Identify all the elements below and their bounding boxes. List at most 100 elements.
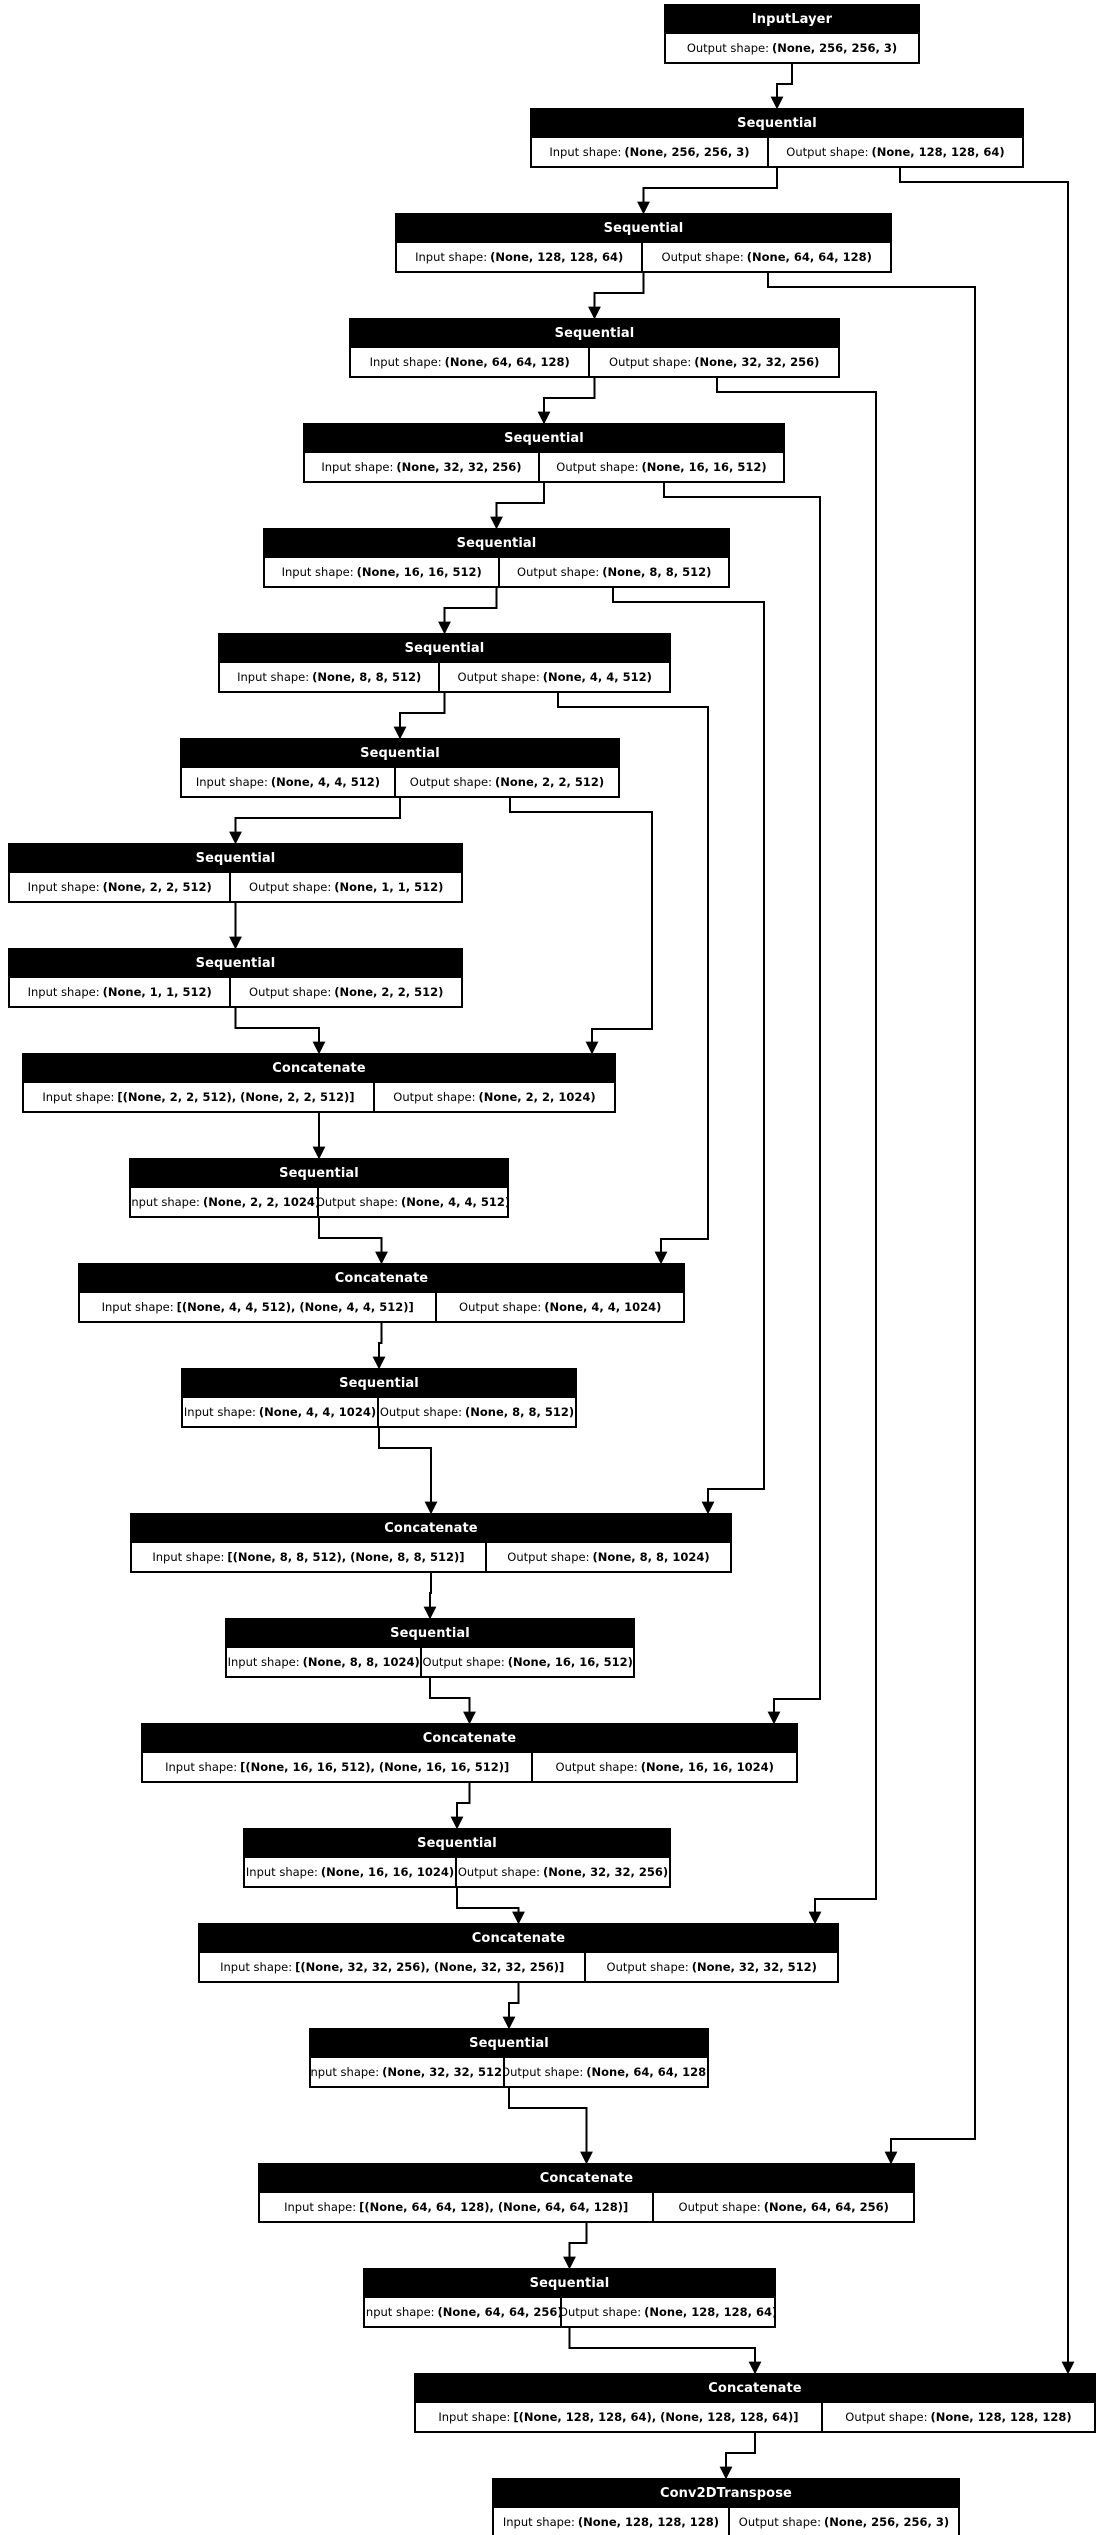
node-input_layer-output-shape-value: (None, 256, 256, 3)	[772, 41, 898, 55]
node-enc8-input-shape: Input shape:(None, 2, 2, 512)	[10, 873, 229, 901]
node-enc7-type: Sequential	[182, 740, 618, 768]
edge-concat6-to-dec7	[563, 2223, 588, 2270]
node-enc3-input-shape-label: Input shape:	[369, 355, 442, 369]
node-dec4-input-shape: Input shape:(None, 8, 8, 1024)	[227, 1648, 420, 1676]
node-enc8-input-shape-label: Input shape:	[27, 880, 100, 894]
node-enc1-output-shape-label: Output shape:	[786, 145, 869, 159]
node-concat1-output-shape-value: (None, 2, 2, 1024)	[478, 1090, 596, 1104]
node-concat2-output-shape: Output shape:(None, 4, 4, 1024)	[435, 1293, 683, 1321]
node-enc4-shapes: Input shape:(None, 32, 32, 256)Output sh…	[305, 453, 783, 481]
node-concat3-shapes: Input shape:[(None, 8, 8, 512), (None, 8…	[132, 1543, 730, 1571]
node-enc6-output-shape-value: (None, 4, 4, 512)	[542, 670, 652, 684]
node-enc6-input-shape-label: Input shape:	[237, 670, 310, 684]
node-dec5-input-shape-label: Input shape:	[245, 1865, 318, 1879]
node-input_layer-output-shape-label: Output shape:	[686, 41, 770, 55]
edge-enc1-to-concat7	[899, 168, 1075, 2375]
node-dec5-output-shape-label: Output shape:	[457, 1865, 540, 1879]
node-dec2-output-shape-value: (None, 4, 4, 512)	[401, 1195, 507, 1209]
node-enc8-output-shape: Output shape:(None, 1, 1, 512)	[229, 873, 461, 901]
node-enc4-output-shape-label: Output shape:	[556, 460, 639, 474]
node-dec4-input-shape-label: Input shape:	[227, 1655, 300, 1669]
node-enc5-output-shape-value: (None, 8, 8, 512)	[602, 565, 712, 579]
node-enc8-output-shape-value: (None, 1, 1, 512)	[334, 880, 444, 894]
node-concat6-type: Concatenate	[260, 2165, 913, 2193]
node-dec4-shapes: Input shape:(None, 8, 8, 1024)Output sha…	[227, 1648, 633, 1676]
node-dec2-input-shape: Input shape:(None, 2, 2, 1024)	[131, 1188, 317, 1216]
node-output_conv-input-shape-value: (None, 128, 128, 128)	[577, 2515, 720, 2529]
node-concat1-output-shape: Output shape:(None, 2, 2, 1024)	[372, 1083, 614, 1111]
node-concat1-output-shape-label: Output shape:	[393, 1090, 476, 1104]
node-dec1-output-shape: Output shape:(None, 2, 2, 512)	[229, 978, 461, 1006]
node-dec2-input-shape-value: (None, 2, 2, 1024)	[202, 1195, 318, 1209]
node-concat4-output-shape-value: (None, 16, 16, 1024)	[640, 1760, 774, 1774]
node-concat6-output-shape-value: (None, 64, 64, 256)	[763, 2200, 889, 2214]
edge-concat2-to-dec3	[372, 1323, 386, 1370]
node-dec7-input-shape: Input shape:(None, 64, 64, 256)	[365, 2298, 560, 2326]
node-dec7-type: Sequential	[365, 2270, 774, 2298]
node-enc2-output-shape-value: (None, 64, 64, 128)	[746, 250, 872, 264]
node-dec3-type: Sequential	[183, 1370, 575, 1398]
node-enc3-output-shape: Output shape:(None, 32, 32, 256)	[588, 348, 838, 376]
node-enc5-input-shape-value: (None, 16, 16, 512)	[356, 565, 482, 579]
node-input_layer-shapes: Output shape:(None, 256, 256, 3)	[666, 34, 918, 62]
node-concat5-type: Concatenate	[200, 1925, 837, 1953]
node-dec3-input-shape: Input shape:(None, 4, 4, 1024)	[183, 1398, 377, 1426]
node-concat1-shapes: Input shape:[(None, 2, 2, 512), (None, 2…	[24, 1083, 614, 1111]
node-concat6-output-shape-label: Output shape:	[678, 2200, 761, 2214]
node-dec4-output-shape-value: (None, 16, 16, 512)	[507, 1655, 633, 1669]
node-concat7-output-shape-value: (None, 128, 128, 128)	[930, 2410, 1072, 2424]
edge-enc6-to-enc7	[393, 693, 446, 740]
node-dec1-input-shape-value: (None, 1, 1, 512)	[102, 985, 212, 999]
node-enc7-output-shape: Output shape:(None, 2, 2, 512)	[393, 768, 618, 796]
node-concat6-input-shape-value: [(None, 64, 64, 128), (None, 64, 64, 128…	[359, 2200, 629, 2214]
edge-dec3-to-concat3	[378, 1428, 438, 1515]
node-enc8-type: Sequential	[10, 845, 461, 873]
node-dec6-shapes: Input shape:(None, 32, 32, 512)Output sh…	[311, 2058, 707, 2086]
node-concat5-input-shape-label: Input shape:	[220, 1960, 293, 1974]
edge-enc3-to-concat5	[716, 378, 877, 1925]
node-dec3-shapes: Input shape:(None, 4, 4, 1024)Output sha…	[183, 1398, 575, 1426]
node-enc7-input-shape-label: Input shape:	[195, 775, 268, 789]
node-concat3-input-shape-value: [(None, 8, 8, 512), (None, 8, 8, 512)]	[227, 1550, 465, 1564]
node-concat4-input-shape: Input shape:[(None, 16, 16, 512), (None,…	[143, 1753, 531, 1781]
node-input_layer-output-shape: Output shape:(None, 256, 256, 3)	[666, 34, 918, 62]
node-concat4-shapes: Input shape:[(None, 16, 16, 512), (None,…	[143, 1753, 796, 1781]
node-enc2-shapes: Input shape:(None, 128, 128, 64)Output s…	[397, 243, 890, 271]
node-input_layer-type: InputLayer	[666, 6, 918, 34]
node-dec6-input-shape-label: Input shape:	[311, 2065, 380, 2079]
node-enc1-type: Sequential	[532, 110, 1022, 138]
node-enc3-output-shape-label: Output shape:	[609, 355, 692, 369]
node-enc3-shapes: Input shape:(None, 64, 64, 128)Output sh…	[351, 348, 838, 376]
node-concat5-shapes: Input shape:[(None, 32, 32, 256), (None,…	[200, 1953, 837, 1981]
node-enc3-type: Sequential	[351, 320, 838, 348]
node-enc8-shapes: Input shape:(None, 2, 2, 512)Output shap…	[10, 873, 461, 901]
node-dec6-input-shape: Input shape:(None, 32, 32, 512)	[311, 2058, 503, 2086]
node-enc3-input-shape: Input shape:(None, 64, 64, 128)	[351, 348, 588, 376]
node-dec1-output-shape-label: Output shape:	[249, 985, 332, 999]
